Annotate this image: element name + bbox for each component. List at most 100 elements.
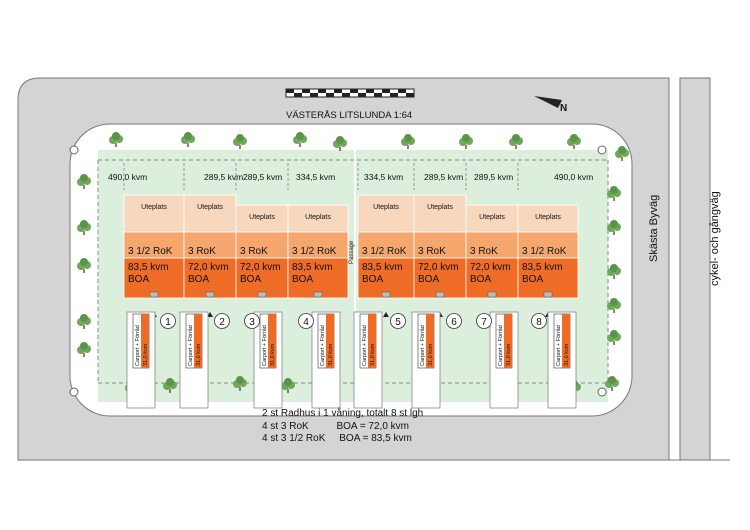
area-label: 83,5 kvm: [128, 262, 169, 273]
unit-number-badge: [160, 313, 176, 329]
patio-label: Uteplats: [249, 214, 275, 221]
plot-area-label: 334,5 kvm: [296, 172, 335, 182]
unit-number: 2: [219, 317, 225, 328]
plot-area-label: 289,5 kvm: [424, 172, 463, 182]
boa-label: BOA: [522, 274, 543, 285]
unit-number-badge: [476, 313, 492, 329]
rooms-label: 3 1/2 RoK: [522, 246, 567, 257]
unit-number-badge: [298, 313, 314, 329]
scale-segment: [334, 89, 342, 93]
rooms-label: 3 RoK: [470, 246, 498, 257]
entrance-icon: [313, 291, 323, 298]
carport-label: Carport + Förråd: [261, 325, 268, 366]
unit-number-badge: [446, 313, 462, 329]
summary: 2 st Radhus i 1 våning, totalt 8 st lgh …: [262, 408, 423, 446]
plot-area-label: 490,0 kvm: [554, 172, 593, 182]
patio-label: Uteplats: [305, 214, 331, 221]
carport-area: 31,0 kvm: [143, 343, 149, 366]
carport-label: Carport + Förråd: [497, 325, 504, 366]
tree-icon: [401, 134, 415, 149]
corner-marker: [69, 145, 79, 155]
boa-label: BOA: [240, 274, 261, 285]
tree-icon: [333, 136, 347, 151]
plot-area-label: 289,5 kvm: [243, 172, 282, 182]
storage: [326, 314, 334, 368]
boa-label: BOA: [128, 274, 149, 285]
plot-area-label: 289,5 kvm: [204, 172, 243, 182]
unit-number: 1: [165, 317, 171, 328]
boa-band: [465, 257, 519, 299]
patio: [235, 204, 289, 233]
carport-label: Carport + Förråd: [361, 325, 368, 366]
boa-label: BOA: [470, 274, 491, 285]
area-label: 83,5 kvm: [522, 262, 563, 273]
carport-area: 31,0 kvm: [428, 343, 434, 366]
rooms-label: 3 1/2 RoK: [292, 246, 337, 257]
tree-icon: [77, 174, 91, 189]
scale-segment: [390, 93, 398, 97]
scale-segment: [310, 93, 318, 97]
rooms-band: [183, 231, 237, 259]
tree-icon: [607, 220, 621, 235]
patio-label: Uteplats: [141, 204, 167, 211]
tree-icon: [293, 132, 307, 147]
scale-segment: [302, 89, 310, 93]
lawn-bottom-strip: [98, 388, 608, 402]
scale-title: VÄSTERÅS LITSLUNDA 1:64: [286, 110, 412, 121]
patio: [357, 194, 415, 233]
scale-segment: [286, 89, 294, 93]
patio: [183, 194, 237, 233]
corner-marker: [69, 387, 79, 397]
plot-area-label: 289,5 kvm: [474, 172, 513, 182]
patio: [413, 194, 467, 233]
rooms-label: 3 RoK: [240, 246, 268, 257]
entry-arrow-icon: [207, 312, 213, 317]
boa-band: [413, 257, 467, 299]
tree-icon: [281, 378, 295, 393]
boa-band: [287, 257, 349, 299]
rooms-band: [413, 231, 467, 259]
storage: [426, 314, 434, 368]
boa-label: BOA: [362, 274, 383, 285]
entrance-icon: [381, 291, 391, 298]
patio: [287, 204, 349, 233]
summary-line-2: 4 st 3 RoK BOA = 72,0 kvm: [262, 420, 410, 432]
carport-area: 31,0 kvm: [196, 343, 202, 366]
boa-band: [517, 257, 579, 299]
rooms-label: 3 1/2 RoK: [128, 246, 173, 257]
unit-number: 6: [451, 317, 457, 328]
scale-segment: [342, 93, 350, 97]
carport-area: 31,0 kvm: [506, 343, 512, 366]
unit-number-badge: [214, 313, 230, 329]
area-label: 72,0 kvm: [418, 262, 459, 273]
area-label: 83,5 kvm: [362, 262, 403, 273]
patio: [517, 204, 579, 233]
scale-segment: [294, 93, 302, 97]
rooms-label: 3 1/2 RoK: [362, 246, 407, 257]
boa-label: BOA: [292, 274, 313, 285]
unit-number: 8: [536, 317, 542, 328]
unit-number: 5: [395, 317, 401, 328]
rooms-label: 3 RoK: [188, 246, 216, 257]
patio-label: Uteplats: [479, 214, 505, 221]
tree-icon: [607, 298, 621, 313]
unit-number: 4: [303, 317, 309, 328]
scale-segment: [366, 89, 374, 93]
entrance-icon: [487, 291, 497, 298]
scale-segment: [358, 93, 366, 97]
rooms-label: 3 RoK: [418, 246, 446, 257]
rooms-band: [517, 231, 579, 259]
entry-arrow-icon: [383, 312, 389, 317]
storage: [194, 314, 202, 368]
cycle-path: [679, 77, 711, 461]
boa-band: [235, 257, 289, 299]
patio: [123, 194, 185, 233]
